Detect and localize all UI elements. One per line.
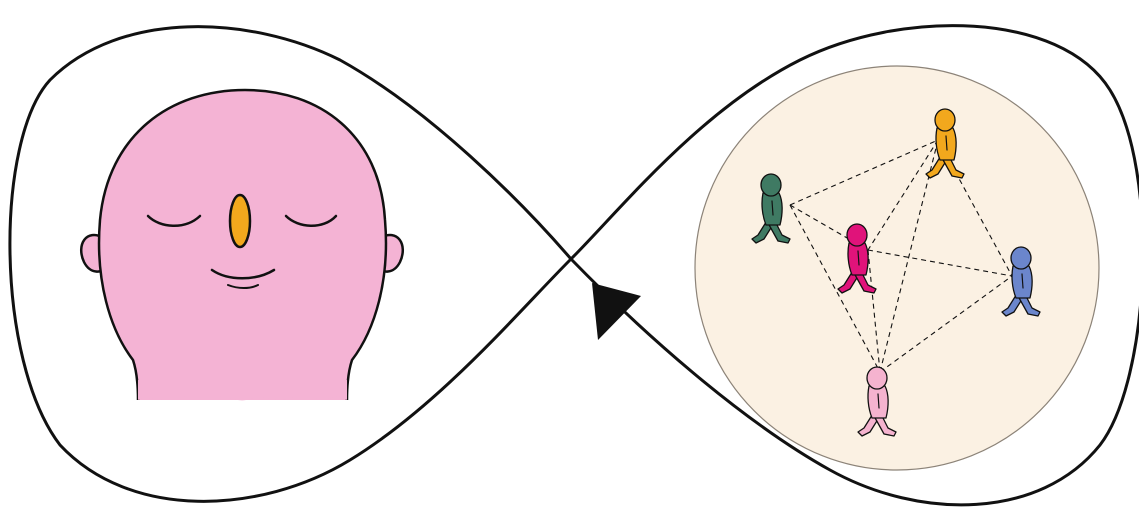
direction-arrow-icon xyxy=(592,283,641,340)
community-circle xyxy=(695,66,1099,470)
community-background xyxy=(695,66,1099,470)
third-eye-icon xyxy=(230,195,250,247)
meditating-head-icon xyxy=(81,90,403,400)
head-bottom-edge xyxy=(138,380,347,400)
